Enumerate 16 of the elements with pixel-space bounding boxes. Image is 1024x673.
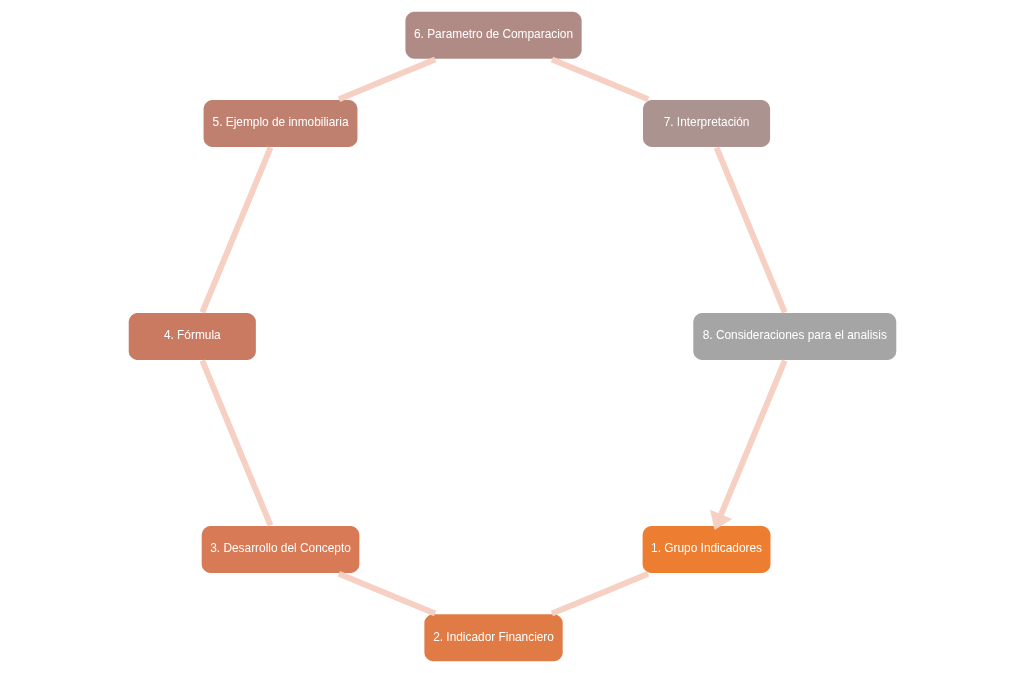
connector [199, 359, 273, 527]
connector [337, 56, 436, 102]
connector [337, 570, 436, 617]
connector [550, 56, 649, 103]
node-box: 4. Fórmula [126, 311, 257, 362]
node-box: 5. Ejemplo de inmobiliaria [201, 98, 359, 149]
node-box: 3. Desarrollo del Concepto [199, 524, 361, 575]
node-box: 1. Grupo Indicadores [640, 524, 772, 575]
node-box: 8. Consideraciones para el analisis [691, 311, 898, 362]
node-box: 6. Parametro de Comparacion [403, 10, 583, 61]
node-box: 7. Interpretación [641, 98, 772, 149]
connector [199, 146, 273, 314]
node-box: 2. Indicador Financiero [422, 612, 564, 663]
connector [550, 571, 649, 617]
connector [713, 146, 787, 314]
arrow [709, 359, 787, 531]
